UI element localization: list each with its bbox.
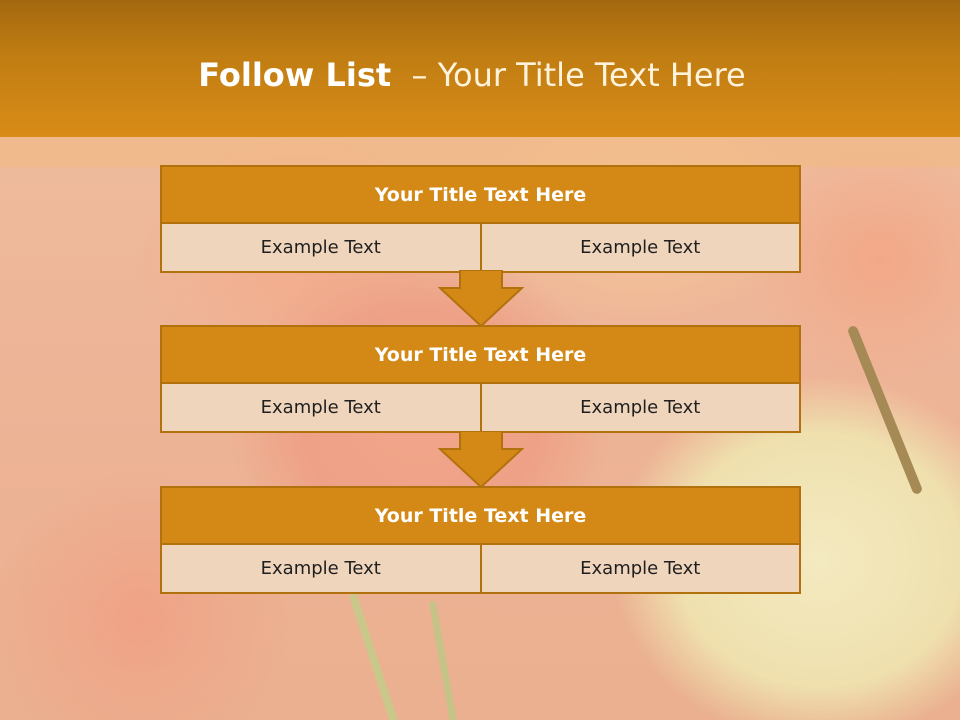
slide-title-bold: Follow List — [198, 56, 392, 94]
title-bar — [0, 0, 960, 137]
apple-stem-middle — [428, 600, 459, 720]
step-cell-left: Example Text — [260, 237, 381, 258]
step-title: Your Title Text Here — [162, 167, 799, 224]
slide-title: Follow List – Your Title Text Here — [0, 56, 944, 94]
step-title: Your Title Text Here — [162, 327, 799, 384]
step-block-2: Your Title Text Here Example Text Exampl… — [160, 325, 801, 433]
title-bar-band — [0, 137, 960, 167]
step-cell-left: Example Text — [260, 397, 381, 418]
step-row: Example Text Example Text — [162, 384, 799, 431]
step-row: Example Text Example Text — [162, 224, 799, 271]
step-cell-right: Example Text — [479, 384, 800, 431]
slide-title-rest: – Your Title Text Here — [411, 56, 746, 94]
step-cell-left: Example Text — [260, 558, 381, 579]
apple-stem-right — [846, 324, 924, 496]
step-cell-right: Example Text — [479, 545, 800, 592]
step-row: Example Text Example Text — [162, 545, 799, 592]
down-arrow-icon — [438, 431, 524, 489]
apple-stem-left — [348, 592, 400, 720]
step-block-1: Your Title Text Here Example Text Exampl… — [160, 165, 801, 273]
step-title: Your Title Text Here — [162, 488, 799, 545]
step-block-3: Your Title Text Here Example Text Exampl… — [160, 486, 801, 594]
step-cell-right: Example Text — [479, 224, 800, 271]
down-arrow-icon — [438, 270, 524, 328]
